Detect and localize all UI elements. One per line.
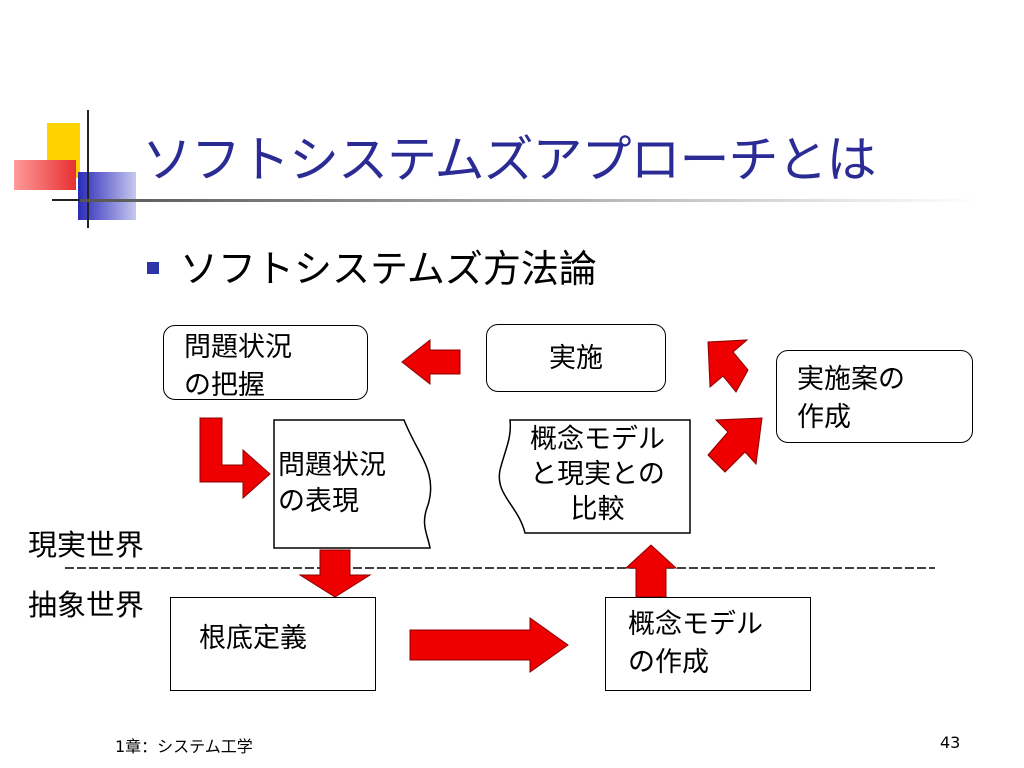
- bullet-icon: [147, 262, 159, 274]
- arrow-root-to-concept: [409, 617, 569, 673]
- title-rule: [80, 199, 980, 202]
- arrow-grasp-to-representation: [199, 417, 271, 500]
- slide-title: ソフトシステムズアプローチとは: [142, 131, 876, 189]
- node-compare: 概念モデル と現実との 比較: [505, 422, 690, 527]
- node-label-line: の作成: [628, 647, 709, 678]
- node-label-line: 問題状況: [278, 450, 386, 481]
- node-implementation: 実施: [486, 324, 666, 392]
- arrow-concept-to-compare: [624, 544, 678, 598]
- logo-icon: [14, 110, 136, 228]
- node-label-line: と現実との: [530, 459, 665, 490]
- node-label-line: 実施案の: [797, 364, 905, 395]
- node-label-line: の把握: [184, 370, 265, 401]
- node-label-line: 概念モデル: [530, 424, 665, 455]
- arrow-implementation-to-grasp: [401, 338, 461, 386]
- node-root-def: 根底定義: [170, 597, 376, 691]
- node-concept-model: 概念モデル の作成: [605, 597, 811, 691]
- node-label-line: 作成: [797, 402, 851, 433]
- node-label-line: 概念モデル: [628, 609, 763, 640]
- node-label: 根底定義: [199, 623, 307, 654]
- problem-repr-shape: [273, 419, 432, 549]
- node-problem-grasp: 問題状況 の把握: [163, 325, 368, 401]
- arrow-plan-to-implementation: [707, 339, 749, 393]
- footer-chapter: 1章：システム工学: [115, 737, 253, 756]
- arrow-representation-to-root: [298, 549, 372, 598]
- node-label-line: の表現: [278, 486, 359, 517]
- node-label: 実施: [549, 343, 603, 374]
- label-real-world: 現実世界: [28, 528, 145, 562]
- bullet-text: ソフトシステムズ方法論: [180, 247, 597, 291]
- node-impl-plan: 実施案の 作成: [776, 350, 973, 443]
- compare-shape: [498, 419, 691, 534]
- node-label-line: 比較: [570, 494, 625, 525]
- node-label-line: 問題状況: [184, 332, 292, 363]
- arrow-compare-to-plan: [707, 417, 763, 473]
- node-problem-repr: 問題状況 の表現: [278, 448, 386, 520]
- footer-page-number: 43: [940, 733, 961, 752]
- label-abstract-world: 抽象世界: [28, 588, 145, 622]
